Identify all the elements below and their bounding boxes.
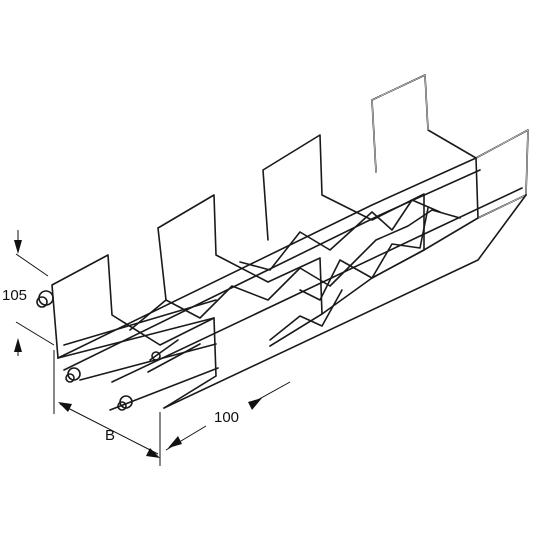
length-dimension-label: 100: [214, 409, 240, 426]
width-arrow-right: [146, 448, 160, 458]
dimension-lines: [14, 230, 291, 466]
height-dimension-label: 105: [2, 287, 28, 304]
tray-wire-mesh: [36, 74, 529, 411]
width-dimension-label: B: [105, 427, 116, 444]
length-arrow-right: [248, 398, 262, 410]
length-arrow-left: [168, 436, 182, 448]
height-arrow-down: [14, 338, 22, 352]
width-arrow-left: [58, 402, 72, 412]
height-arrow-up: [14, 240, 22, 254]
